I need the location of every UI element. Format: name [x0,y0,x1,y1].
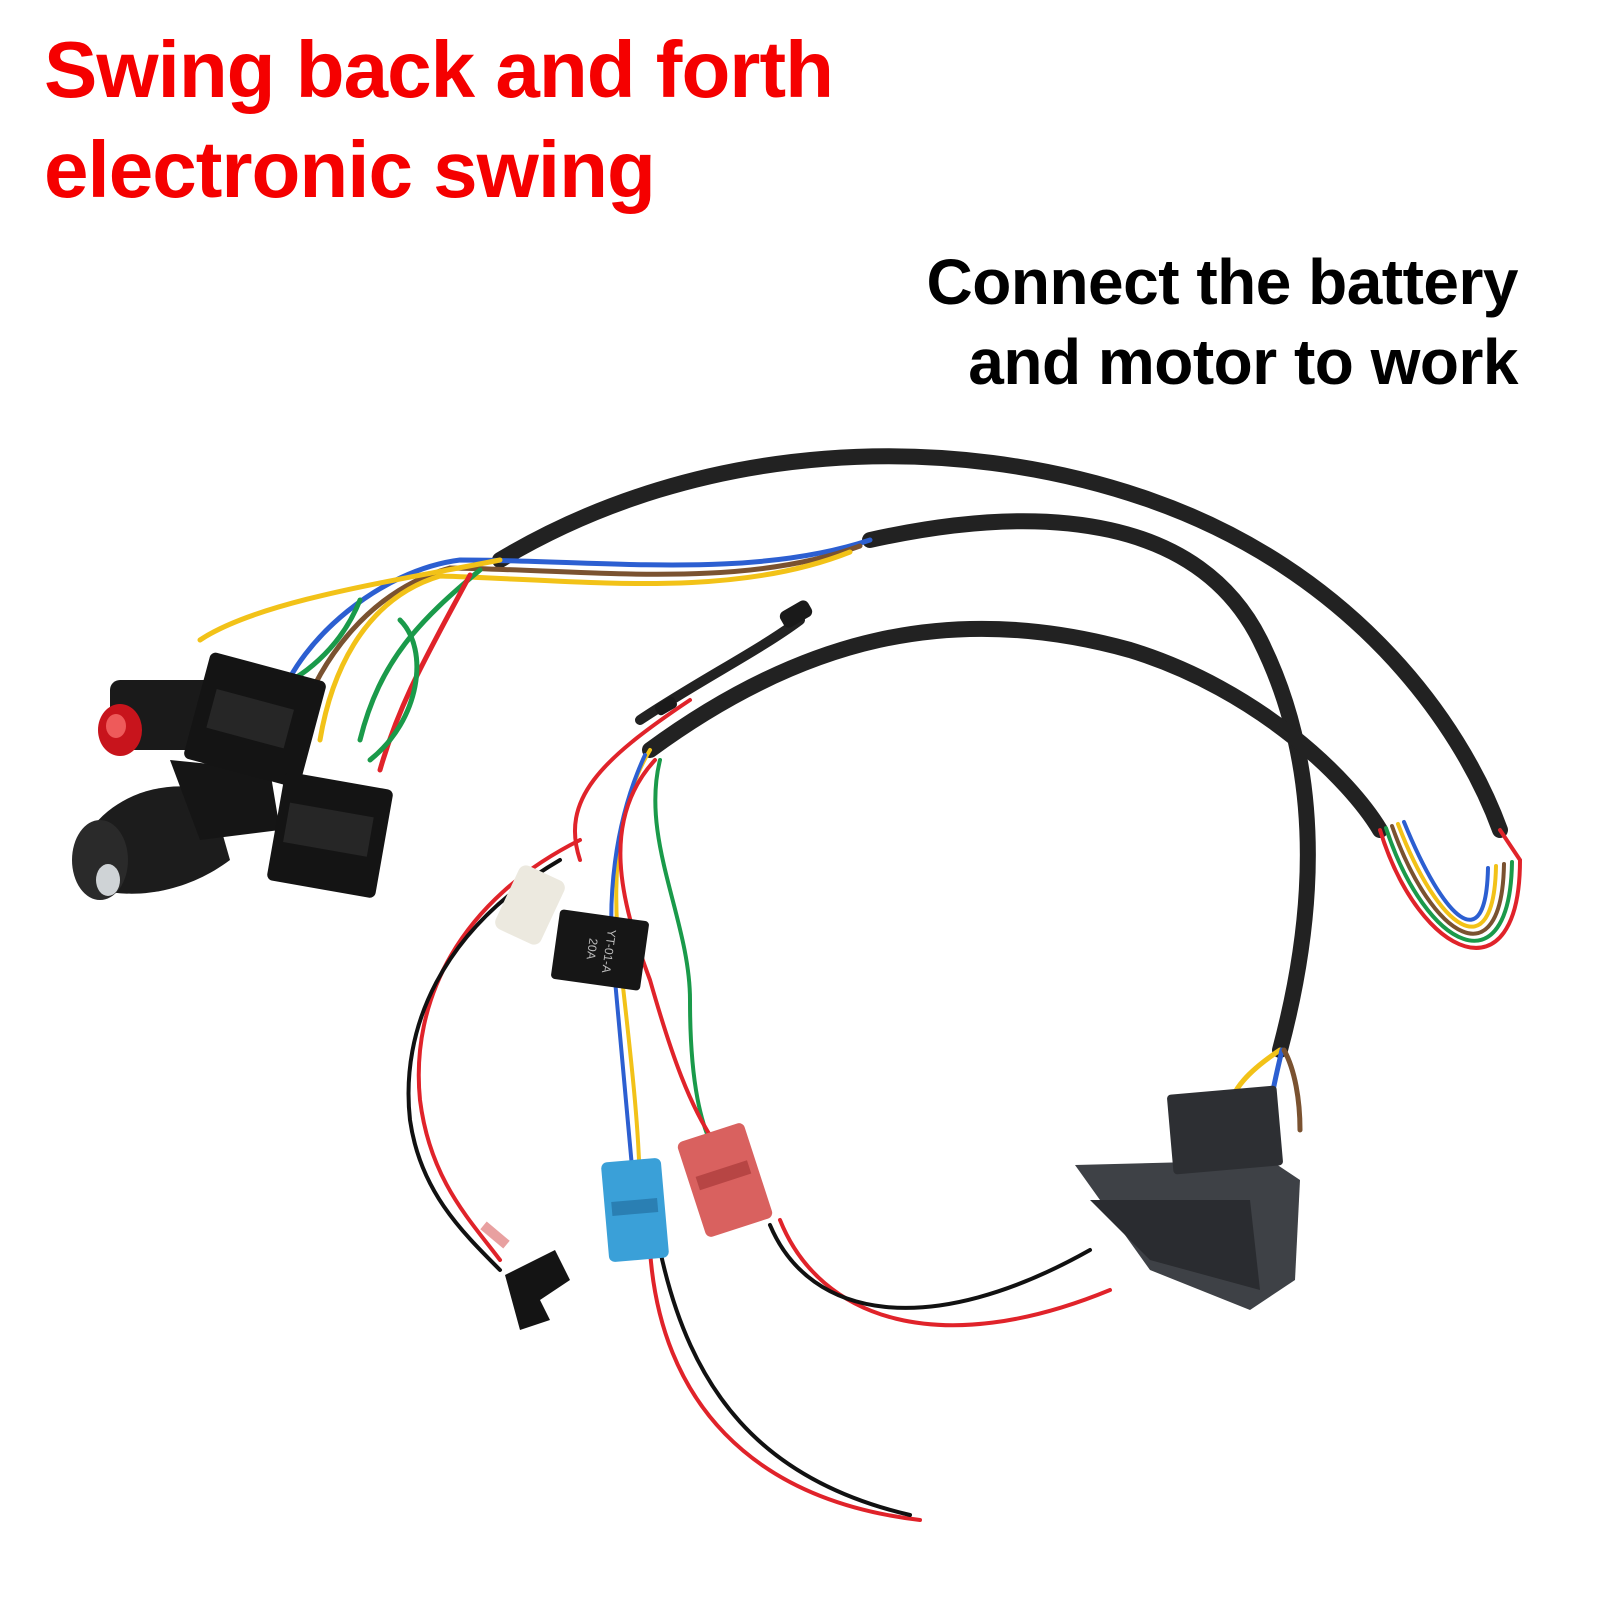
red-push-button [98,680,220,756]
cable-main-top [862,513,1316,1058]
relay-label-line2: 20A [584,937,601,960]
subline-line-1: Connect the battery [926,246,1519,318]
subline-line-2: and motor to work [968,326,1518,398]
lead-red-right [778,1218,1112,1328]
limit-switch [480,1221,570,1330]
cable-lower-arc [642,620,1388,838]
headline: Swing back and forth electronic swing [44,20,834,220]
pedal-wire-brown [1281,1047,1303,1133]
gear-shift-knob [72,760,280,900]
relay-block: YT-01-A 20A [551,909,649,991]
headline-line-1: Swing back and forth [44,25,834,114]
lead-red-bottom [648,1248,922,1522]
subline: Connect the battery and motor to work [926,242,1519,402]
cable-main-outer [492,448,1508,838]
blue-connector [601,1158,669,1262]
lead-black-right [768,1223,1092,1310]
wire-loop-right [1378,820,1523,950]
foot-pedal [1075,1085,1300,1310]
lead-to-lower-switch [416,838,582,1262]
lead-to-lower-switch-black [406,858,562,1272]
rocker-switch-top [184,652,326,788]
white-connector [495,865,565,945]
relay-label-line1: YT-01-A [599,928,619,974]
lead-black-bottom [658,1248,912,1517]
fuse-holder-plug [654,600,813,716]
rocker-switch-bottom [267,772,393,898]
wire-bundle-center [573,698,722,1202]
headline-line-2: electronic swing [44,125,656,214]
red-connector [677,1123,773,1237]
